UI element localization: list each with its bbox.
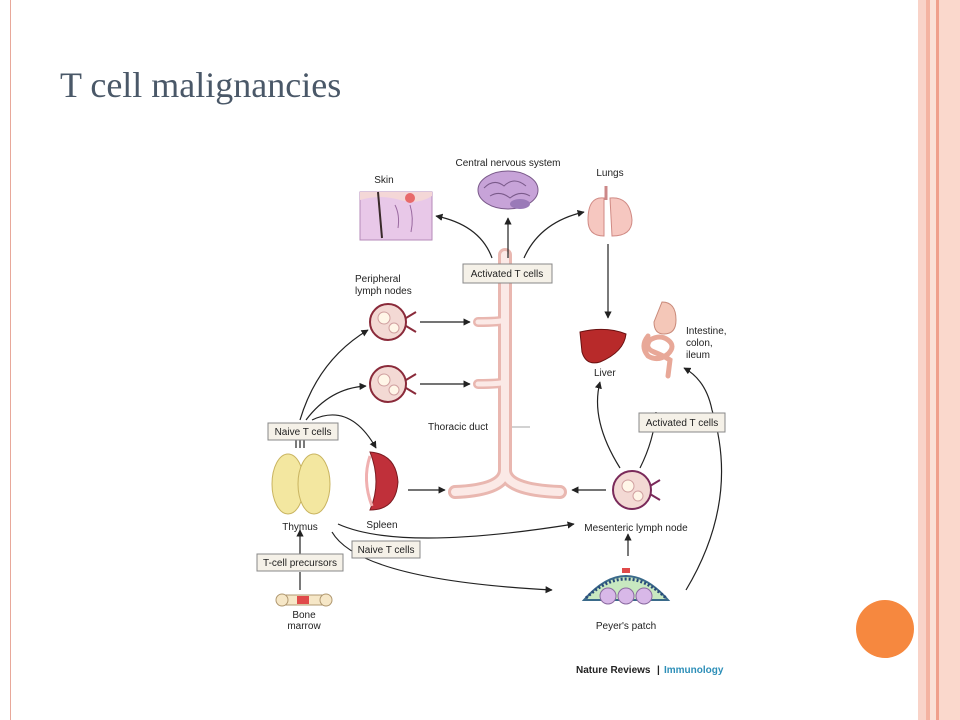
- brain-illustration: [477, 170, 539, 210]
- intestine-label: ileum: [686, 350, 710, 361]
- t-cell-precursors-box: T-cell precursors: [256, 553, 344, 572]
- thoracic-duct-label: Thoracic duct: [428, 422, 488, 433]
- credit-separator: |: [657, 665, 660, 676]
- thymus-label: Thymus: [282, 522, 318, 533]
- bone-illustration: [275, 593, 333, 607]
- activated-t-cells-box: Activated T cells: [638, 412, 726, 433]
- decorative-orange-circle: [856, 600, 914, 658]
- slide-title: T cell malignancies: [60, 65, 342, 105]
- skin-label: Skin: [374, 175, 393, 186]
- lymph-node-illustration: [369, 365, 417, 403]
- spleen-illustration: [365, 451, 399, 511]
- mesenteric-lymph-node-label: Mesenteric lymph node: [584, 523, 688, 534]
- naive-t-cells-box: Naive T cells: [351, 540, 421, 559]
- thymus-illustration: [271, 453, 331, 515]
- liver-label: Liver: [594, 368, 616, 379]
- lymph-node-illustration: [369, 303, 417, 341]
- peripheral-lymph-nodes-label: lymph nodes: [355, 286, 412, 297]
- naive-t-cells-label: Naive T cells: [358, 545, 415, 556]
- right-border-stripe: [936, 0, 939, 720]
- cns-label: Central nervous system: [455, 158, 560, 169]
- naive-t-cells-label: Naive T cells: [275, 427, 332, 438]
- peyers-patch-illustration: [581, 568, 671, 605]
- mesenteric-lymph-node-illustration: [612, 470, 661, 510]
- peyers-patch-label: Peyer's patch: [596, 621, 656, 632]
- peripheral-lymph-nodes-label: Peripheral: [355, 274, 401, 285]
- intestine-label: colon,: [686, 338, 713, 349]
- activated-t-cells-label: Activated T cells: [646, 418, 718, 429]
- activated-t-cells-label: Activated T cells: [471, 269, 543, 280]
- intestine-label: Intestine,: [686, 326, 727, 337]
- lungs-illustration: [587, 186, 633, 237]
- spleen-label: Spleen: [366, 520, 397, 531]
- naive-t-cells-box: Naive T cells: [267, 422, 339, 441]
- t-cell-precursors-label: T-cell precursors: [263, 558, 337, 569]
- right-border-stripe: [930, 0, 936, 720]
- bone-marrow-label: Bone: [292, 610, 316, 621]
- right-border-stripe: [918, 0, 926, 720]
- activated-t-cells-box: Activated T cells: [462, 263, 553, 284]
- credit-section: Immunology: [664, 665, 724, 676]
- right-border-stripe: [939, 0, 960, 720]
- skin-tissue-illustration: [359, 191, 433, 241]
- bone-marrow-label: marrow: [287, 621, 321, 632]
- slide-frame-line: [10, 0, 11, 720]
- right-border-stripe: [926, 0, 930, 720]
- credit-journal: Nature Reviews: [576, 665, 651, 676]
- lungs-label: Lungs: [596, 168, 623, 179]
- liver-illustration: [579, 328, 627, 364]
- trafficking-arrows: [295, 209, 723, 594]
- intestine-illustration: [641, 301, 677, 379]
- thoracic-duct-vessel: [448, 248, 567, 499]
